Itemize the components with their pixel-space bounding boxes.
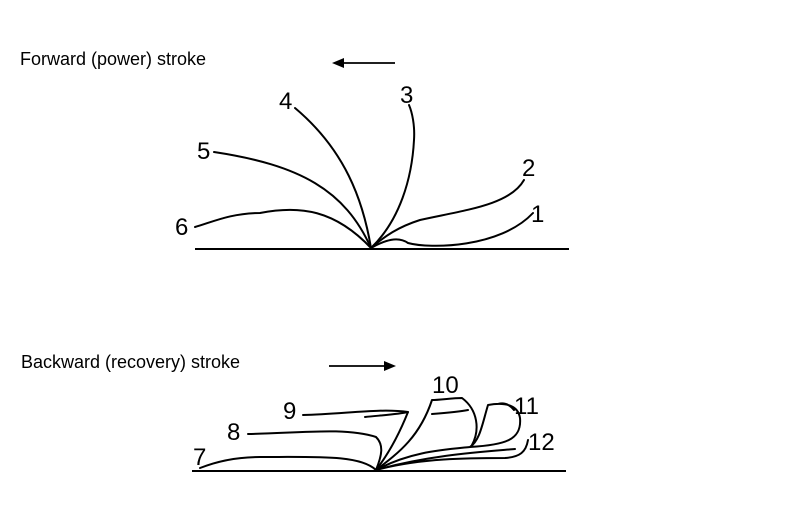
label-position-12: 12 bbox=[528, 429, 555, 456]
label-position-1: 1 bbox=[531, 201, 544, 228]
label-position-11: 11 bbox=[514, 393, 539, 420]
label-position-8: 8 bbox=[227, 419, 240, 446]
label-position-10: 10 bbox=[432, 372, 459, 399]
cilium-position-10 bbox=[364, 397, 478, 471]
cilium-position-8 bbox=[247, 430, 383, 471]
right-arrow-head bbox=[384, 361, 396, 371]
cilium-position-12 bbox=[375, 439, 529, 471]
label-position-2: 2 bbox=[522, 155, 535, 182]
label-position-4: 4 bbox=[279, 88, 292, 115]
label-position-5: 5 bbox=[197, 138, 210, 165]
right-arrow bbox=[329, 361, 396, 371]
label-position-3: 3 bbox=[400, 82, 413, 109]
backward-stroke-panel: Backward (recovery) stroke 7 8 9 10 11 1… bbox=[21, 352, 566, 472]
left-arrow-head bbox=[332, 58, 344, 68]
cilium-position-3 bbox=[370, 104, 416, 249]
cilium-position-11 bbox=[375, 402, 522, 471]
forward-stroke-panel: Forward (power) stroke 1 2 3 4 5 6 bbox=[20, 49, 569, 250]
forward-stroke-title: Forward (power) stroke bbox=[20, 49, 206, 69]
label-position-6: 6 bbox=[175, 214, 188, 241]
cilium-position-4 bbox=[294, 107, 372, 249]
backward-stroke-title: Backward (recovery) stroke bbox=[21, 352, 240, 372]
cilium-position-1 bbox=[370, 212, 534, 249]
cilium-position-7 bbox=[199, 455, 377, 471]
cilium-position-6 bbox=[194, 208, 372, 249]
cilium-position-2 bbox=[370, 179, 525, 249]
label-position-7: 7 bbox=[193, 444, 206, 471]
label-position-9: 9 bbox=[283, 398, 296, 425]
left-arrow bbox=[332, 58, 395, 68]
cilium-position-5 bbox=[213, 151, 372, 249]
